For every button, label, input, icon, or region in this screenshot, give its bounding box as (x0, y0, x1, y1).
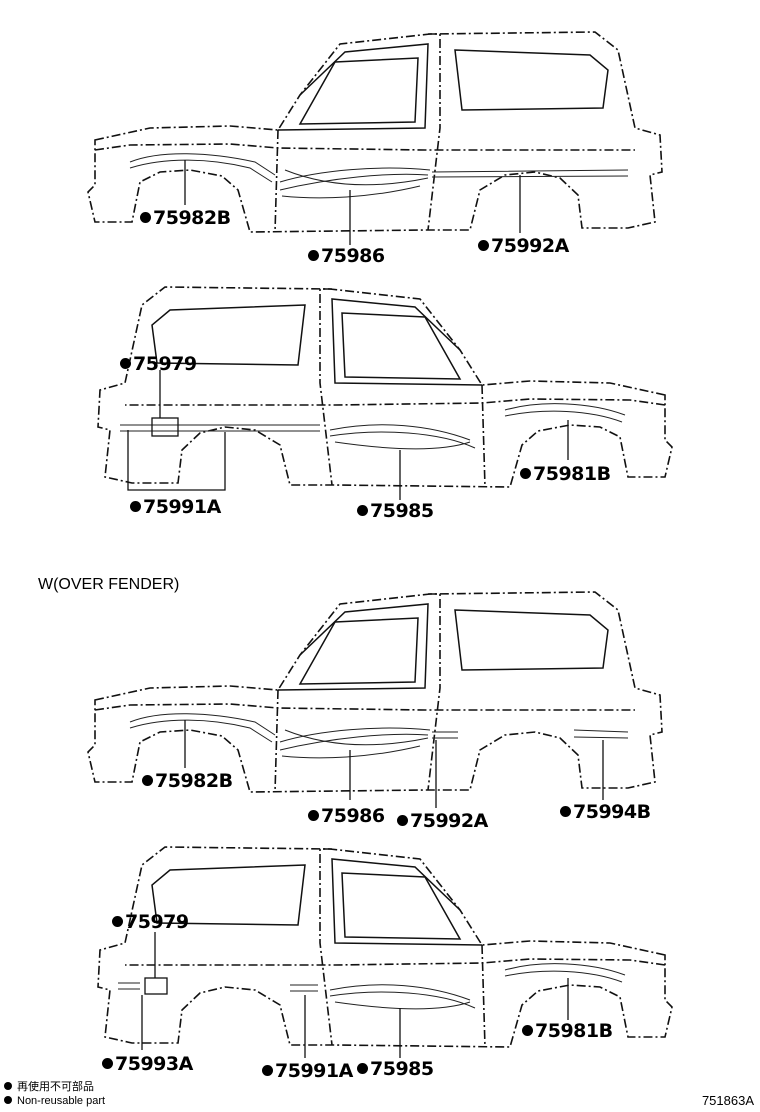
non-reusable-dot-icon (520, 468, 531, 479)
non-reusable-dot-icon (4, 1082, 12, 1090)
non-reusable-dot-icon (308, 250, 319, 261)
vehicle-side-view-4 (98, 847, 672, 1047)
legend-line-1: 再使用不可部品 (4, 1078, 94, 1094)
non-reusable-dot-icon (397, 815, 408, 826)
vehicle-side-view-2 (98, 287, 672, 487)
non-reusable-dot-icon (4, 1096, 12, 1104)
callout-75991a: 75991A (130, 496, 221, 518)
non-reusable-dot-icon (357, 1063, 368, 1074)
non-reusable-dot-icon (140, 212, 151, 223)
section-note: W(OVER FENDER) (38, 576, 180, 593)
non-reusable-dot-icon (142, 775, 153, 786)
non-reusable-dot-icon (560, 806, 571, 817)
non-reusable-dot-icon (112, 916, 123, 927)
non-reusable-dot-icon (120, 358, 131, 369)
callout-75986: 75986 (308, 805, 385, 827)
callout-75982b: 75982B (140, 207, 231, 229)
callout-75994b: 75994B (560, 801, 651, 823)
callout-75985: 75985 (357, 500, 434, 522)
callout-75985: 75985 (357, 1058, 434, 1080)
callout-75993a: 75993A (102, 1053, 193, 1075)
non-reusable-dot-icon (357, 505, 368, 516)
non-reusable-dot-icon (308, 810, 319, 821)
non-reusable-dot-icon (478, 240, 489, 251)
legend-line-2: Non-reusable part (4, 1095, 105, 1107)
callout-75979: 75979 (112, 911, 189, 933)
drawing-code: 751863A (701, 1093, 754, 1108)
callout-75981b: 75981B (522, 1020, 613, 1042)
non-reusable-dot-icon (262, 1065, 273, 1076)
callout-75992a: 75992A (397, 810, 488, 832)
callout-75979: 75979 (120, 353, 197, 375)
non-reusable-dot-icon (130, 501, 141, 512)
vehicle-side-view-3 (87, 591, 663, 793)
callout-75992a: 75992A (478, 235, 569, 257)
non-reusable-dot-icon (522, 1025, 533, 1036)
callout-75991a: 75991A (262, 1060, 353, 1082)
non-reusable-dot-icon (102, 1058, 113, 1069)
callout-75981b: 75981B (520, 463, 611, 485)
callout-75986: 75986 (308, 245, 385, 267)
callout-75982b: 75982B (142, 770, 233, 792)
vehicle-side-view-1 (87, 31, 663, 233)
